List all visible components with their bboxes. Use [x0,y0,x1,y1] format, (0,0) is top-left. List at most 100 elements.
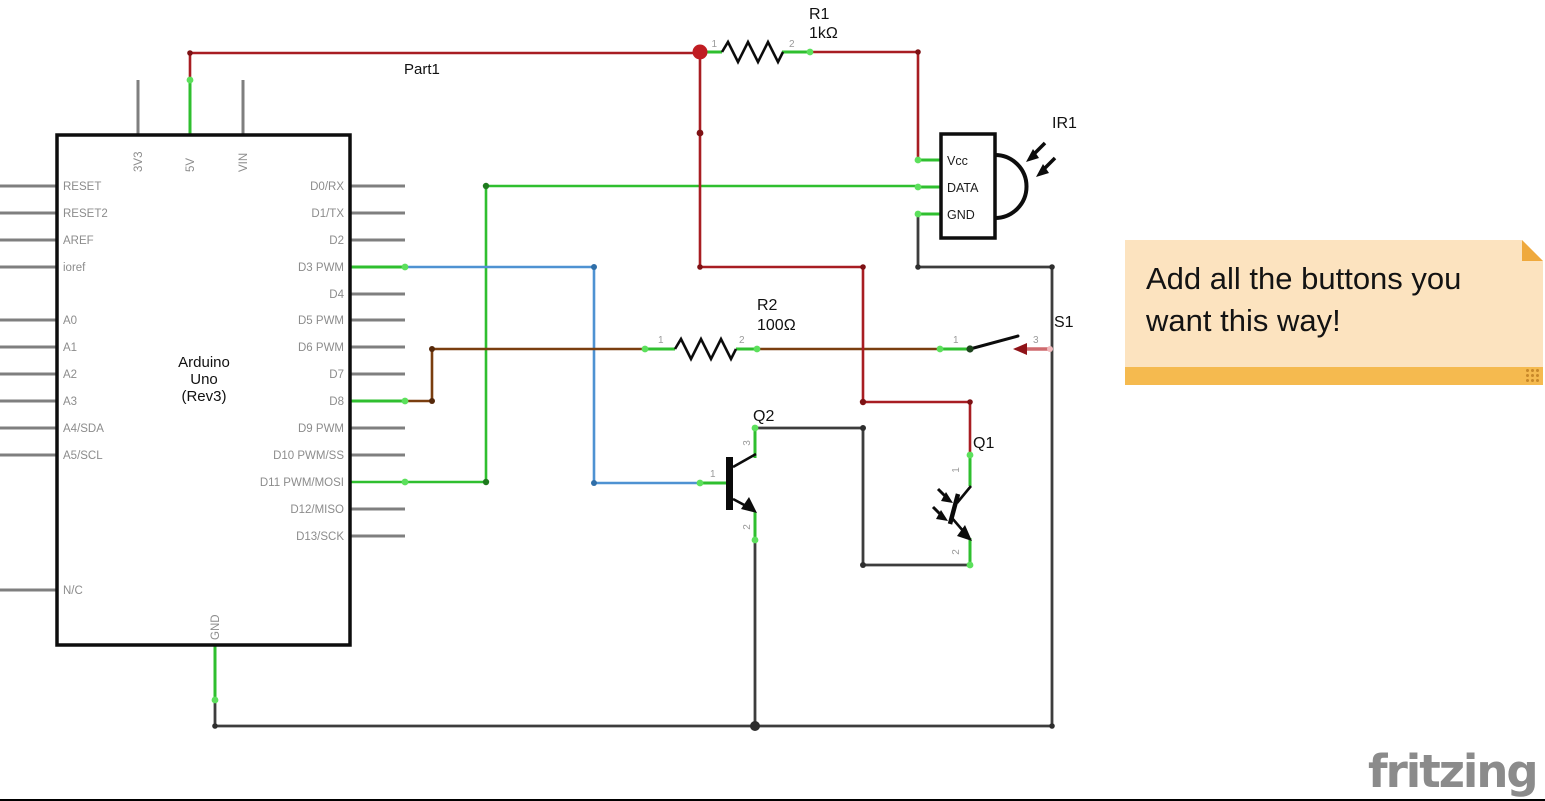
ir1-light-arrows-icon [1026,141,1057,177]
svg-text:GND: GND [210,614,222,640]
svg-text:D0/RX: D0/RX [310,181,344,193]
r1-label[interactable]: R1 [809,6,830,23]
svg-text:D10 PWM/SS: D10 PWM/SS [273,450,344,462]
arduino-title-3: (Rev3) [181,388,226,405]
wire-d3-to-q2-base[interactable] [405,265,700,485]
svg-text:D2: D2 [329,235,344,247]
switch-s1[interactable]: 1 3 S1 [940,314,1074,355]
s1-lever-icon[interactable] [968,334,1020,351]
svg-text:D1/TX: D1/TX [311,208,344,220]
arduino-right-leads [350,184,405,538]
ir1-body[interactable] [939,132,997,240]
sticky-note-line1: Add all the buttons you [1146,261,1462,296]
svg-text:D4: D4 [329,289,344,301]
r1-value[interactable]: 1kΩ [809,25,838,42]
svg-text:A3: A3 [63,396,77,408]
arduino-title-2: Uno [190,371,218,388]
svg-text:D6 PWM: D6 PWM [298,342,344,354]
q1-pin2-number: 2 [951,549,962,555]
connection-endpoints [186,48,974,704]
svg-text:A1: A1 [63,342,77,354]
r2-pin1-number: 1 [658,335,664,346]
r2-value[interactable]: 100Ω [757,317,796,334]
svg-text:A4/SDA: A4/SDA [63,423,104,435]
svg-text:D5 PWM: D5 PWM [298,315,344,327]
ir1-label[interactable]: IR1 [1052,115,1077,132]
r1-pin1-number: 1 [711,39,717,50]
wire-d8-to-r2[interactable] [405,347,645,403]
wire-q2-collector-to-q1[interactable] [755,426,970,567]
wire-5v-to-r1[interactable] [188,51,700,80]
wire-r1-to-ir-vcc[interactable] [810,50,920,160]
arduino-power-pin-labels: 3V3 5V VIN GND [133,152,250,640]
ir1-pin-vcc-label: Vcc [947,154,968,168]
svg-text:D9 PWM: D9 PWM [298,423,344,435]
bottom-border [0,799,1545,801]
svg-text:D7: D7 [329,369,344,381]
svg-text:AREF: AREF [63,235,94,247]
s1-arrow-icon [1013,343,1027,355]
svg-text:RESET2: RESET2 [63,208,108,220]
ir1-pin-data-label: DATA [947,181,979,195]
q1-label[interactable]: Q1 [973,435,994,452]
wire-junction-to-q1[interactable] [698,53,972,455]
arduino-left-leads [0,184,57,592]
svg-text:ioref: ioref [63,262,86,274]
arduino-connected-stubs [188,80,405,700]
sticky-note-resize-grip-icon[interactable] [1524,369,1540,383]
sticky-note-text[interactable]: Add all the buttons you want this way! [1146,258,1526,342]
arduino-uno-part[interactable]: Arduino Uno (Rev3) RESET RESET2 AREF ior… [0,80,405,700]
q1-light-arrows-icon [931,487,953,521]
s1-pivot [966,345,974,353]
s1-label[interactable]: S1 [1054,314,1074,331]
junction-gnd-rail [750,721,760,731]
q2-base-bar-icon[interactable] [726,457,733,510]
resistor-r2[interactable]: 1 2 R2 100Ω [645,297,796,362]
r1-zigzag-icon [720,39,785,65]
sticky-note-line2: want this way! [1146,303,1341,338]
svg-text:5V: 5V [185,158,197,172]
svg-text:D12/MISO: D12/MISO [290,504,344,516]
q2-label[interactable]: Q2 [753,408,774,425]
r2-label[interactable]: R2 [757,297,778,314]
s1-pin3-endpoint [1047,346,1053,352]
part1-label[interactable]: Part1 [404,61,440,78]
sticky-note-bottom-bar [1125,367,1543,385]
phototransistor-q1[interactable]: 1 2 Q1 [931,435,994,565]
svg-text:3V3: 3V3 [133,152,145,172]
s1-pin1-number: 1 [953,335,959,346]
ir1-pin-gnd-label: GND [947,208,975,222]
arduino-body[interactable] [55,133,352,647]
svg-text:D13/SCK: D13/SCK [296,531,344,543]
junction-dots [186,44,1055,731]
transistor-q2[interactable]: 1 3 2 Q2 [700,408,774,540]
arduino-title-1: Arduino [178,354,230,371]
arduino-right-pin-labels: D0/RX D1/TX D2 D3 PWM D4 D5 PWM D6 PWM D… [260,181,345,543]
sticky-note[interactable]: Add all the buttons you want this way! [1125,240,1543,385]
q2-emitter-arrow-icon [741,497,757,513]
wire-d11-to-ir-data[interactable] [350,184,918,484]
r1-pin2-number: 2 [789,39,795,50]
svg-text:D8: D8 [329,396,344,408]
q1-emitter-arrow-icon [957,525,972,541]
arduino-left-pin-labels: RESET RESET2 AREF ioref A0 A1 A2 A3 A4/S… [63,181,108,597]
resistor-r1[interactable]: 1 2 R1 1kΩ [700,6,838,65]
r2-pin2-number: 2 [739,335,745,346]
svg-text:D3 PWM: D3 PWM [298,262,344,274]
r2-zigzag-icon [673,336,738,362]
svg-text:A5/SCL: A5/SCL [63,450,103,462]
ir1-dome-icon [994,153,1029,220]
arduino-top-leads [136,80,245,136]
s1-pin3-number: 3 [1033,335,1039,346]
svg-text:D11 PWM/MOSI: D11 PWM/MOSI [260,477,344,489]
svg-text:RESET: RESET [63,181,101,193]
q2-collector-line [732,452,757,469]
fritzing-watermark: fritzing [1368,745,1539,798]
ir-receiver-ir1[interactable]: Vcc DATA GND IR1 [918,115,1077,240]
wire-ir-gnd-rail[interactable] [213,214,1054,728]
svg-text:VIN: VIN [238,153,250,172]
svg-text:A2: A2 [63,369,77,381]
q2-pin1-number: 1 [710,469,716,480]
q1-collector-line [955,485,973,504]
